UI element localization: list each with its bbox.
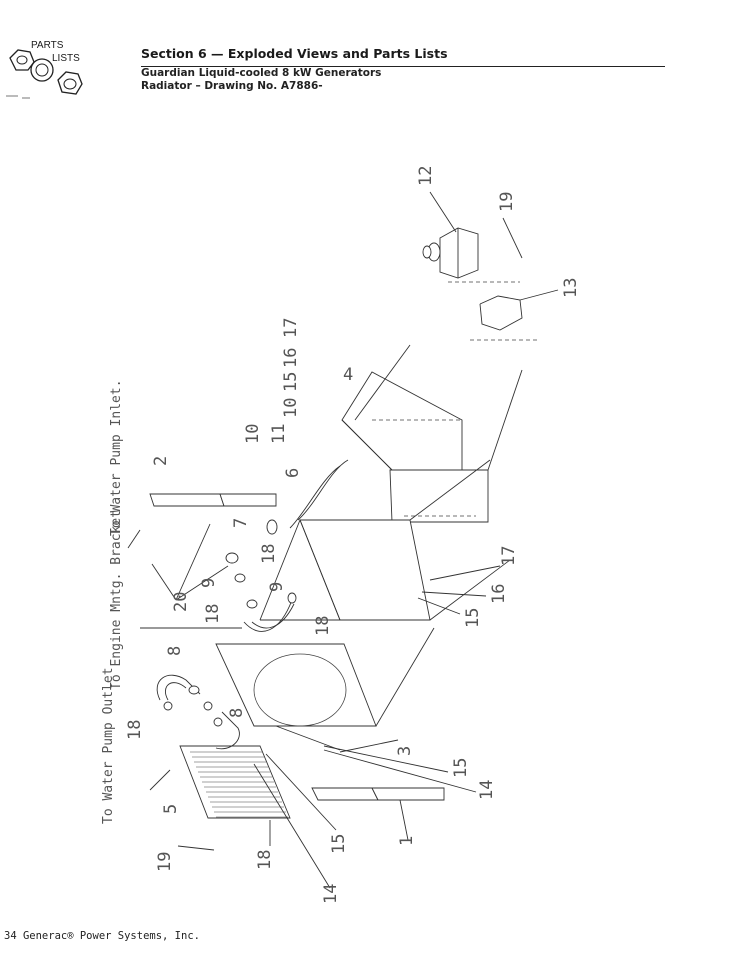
logo-lists-text: LISTS [52,53,80,64]
page-footer: 34 Generac® Power Systems, Inc. [4,930,200,942]
callout-number: 18 [313,616,333,636]
callout-number: 3 [395,746,415,756]
callout-number: 17 [499,546,519,566]
callout-number: 18 [125,720,145,740]
callout-number: 15 [451,758,471,778]
callout-number: 10 [281,398,301,418]
callout-number: 1 [397,836,417,846]
callout-number: 19 [155,852,175,872]
bracket-13 [448,217,559,341]
callout-number: 15 [329,834,349,854]
routing-notes: To Water Pump Inlet. To Engine Mntg. Bra… [101,379,124,824]
leader-lines [127,523,501,889]
callout-number: 14 [321,884,341,904]
parts-lists-logo: PARTS LISTS [4,40,86,102]
note-to-engine-mntg-bracket: To Engine Mntg. Bracket [109,510,124,690]
callout-number: 8 [165,646,185,656]
callout-number: 4 [343,365,353,385]
section-title: Section 6 — Exploded Views and Parts Lis… [141,46,448,61]
callout-number: 15 [281,372,301,392]
note-to-water-pump-inlet: To Water Pump Inlet. [109,379,124,536]
callout-number: 17 [281,318,301,338]
callout-number: 9 [199,578,219,588]
subtitle-model: Guardian Liquid-cooled 8 kW Generators [141,67,382,79]
fan-shroud-plate [215,627,435,751]
callout-number: 2 [151,456,171,466]
callout-number: 10 [243,424,263,444]
callout-number: 11 [269,424,289,444]
callout-number: 7 [231,518,251,528]
callout-number: 20 [171,592,191,612]
radiator-frame [259,459,511,621]
callout-number: 8 [227,708,247,718]
callout-number: 18 [259,544,279,564]
callout-number: 6 [283,468,303,478]
callout-number: 18 [255,850,275,870]
subtitle-drawing: Radiator – Drawing No. A7886- [141,80,323,92]
callout-number: 16 [281,348,301,368]
nut-bolt-icon [6,49,83,99]
callout-number: 18 [203,604,223,624]
callout-number: 9 [267,582,287,592]
callout-number: 15 [463,608,483,628]
header-rule [141,66,665,67]
callout-labels: 12 19 13 17 16 15 10 4 11 10 6 2 7 18 20… [125,166,581,904]
mount-bracket-2 [149,493,277,507]
callout-number: 12 [416,166,436,186]
mount-bracket-1 [311,787,445,801]
logo-parts-text: PARTS [31,40,64,51]
callout-number: 16 [489,584,509,604]
callout-number: 19 [497,192,517,212]
radiator-cap-tank [422,191,479,279]
hoses [156,459,349,750]
shroud-box [341,344,523,523]
callout-number: 14 [477,780,497,800]
callout-number: 5 [161,804,181,814]
radiator-grille [179,745,291,819]
note-to-water-pump-outlet: To Water Pump Outlet [101,667,116,824]
callout-number: 13 [561,278,581,298]
